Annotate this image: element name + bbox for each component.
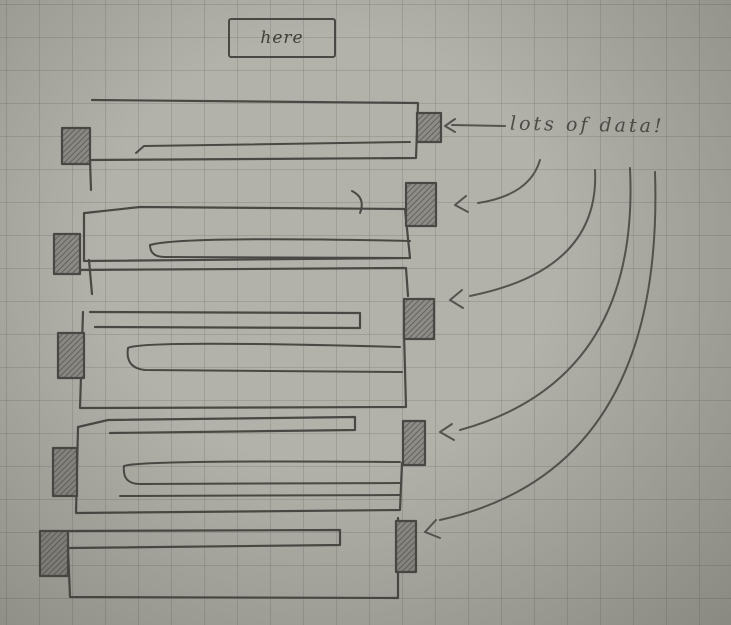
card-1-left-tab[interactable]: [60, 126, 92, 166]
card-2-right-tab[interactable]: [404, 181, 438, 228]
arrow-to-card-3-icon: [469, 169, 597, 297]
header-button[interactable]: here: [228, 18, 336, 58]
card-4[interactable]: [51, 415, 427, 515]
header-label: here: [260, 28, 304, 48]
card-1-right-tab[interactable]: [415, 111, 443, 144]
arrow-to-card-5-icon: [439, 171, 657, 521]
arrow-to-card-1-icon: [451, 124, 506, 127]
card-4-right-tab[interactable]: [401, 419, 427, 467]
card-5[interactable]: [38, 516, 418, 600]
card-4-left-tab[interactable]: [51, 446, 79, 498]
card-1[interactable]: [60, 98, 443, 192]
card-3-right-tab[interactable]: [402, 297, 436, 341]
card-3[interactable]: [56, 266, 436, 410]
arrow-to-card-2-icon: [477, 159, 541, 204]
card-3-left-tab[interactable]: [56, 331, 86, 380]
card-2-left-tab[interactable]: [52, 232, 82, 276]
annotation-arrows: [424, 118, 657, 539]
card-5-right-tab[interactable]: [394, 519, 418, 574]
card-5-left-tab[interactable]: [38, 529, 70, 578]
arrow-to-card-4-icon: [459, 167, 632, 431]
card-2[interactable]: [52, 181, 438, 296]
